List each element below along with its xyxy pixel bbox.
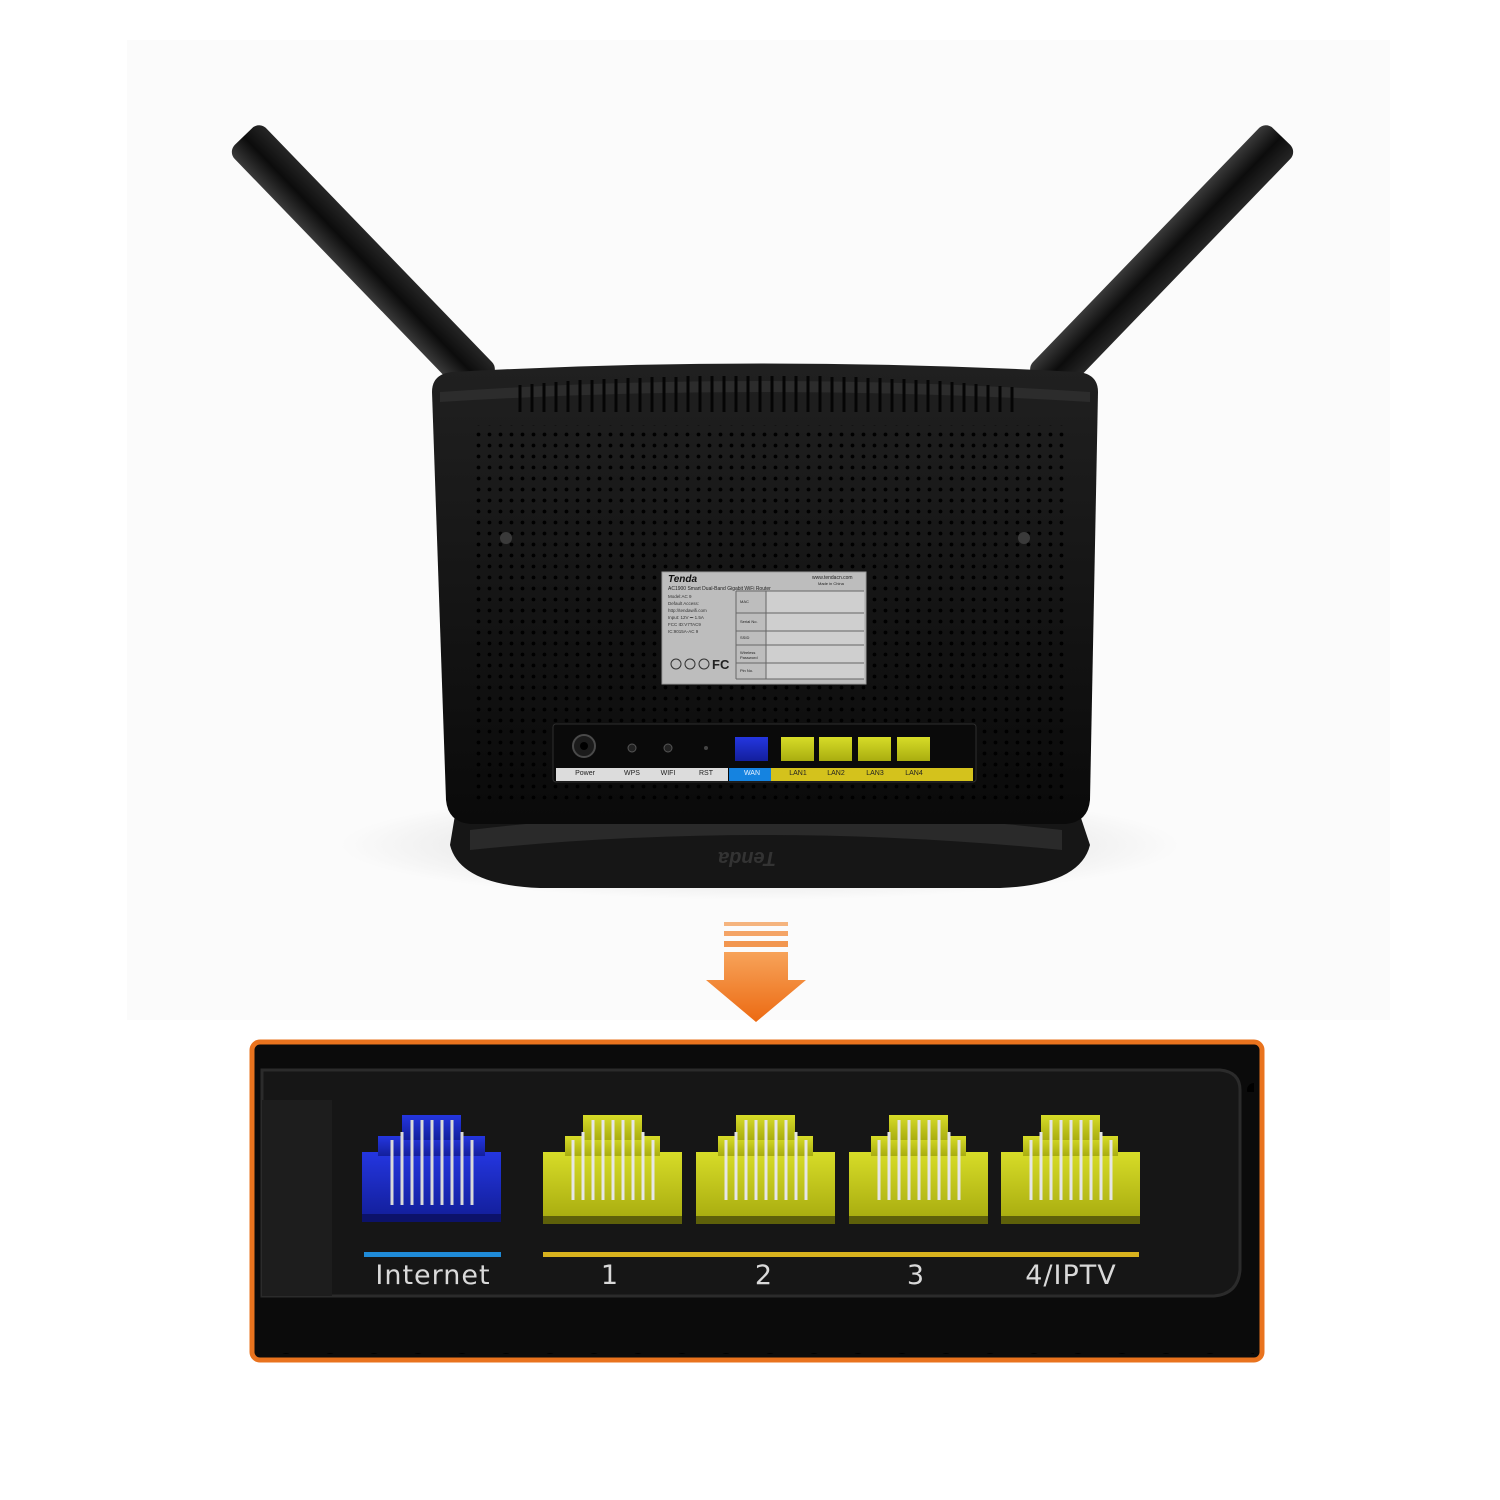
port-label-rst: RST: [699, 770, 713, 777]
left-antenna: [231, 125, 506, 414]
lan4-port: [897, 737, 930, 761]
label-website: www.tendacn.com: [812, 575, 853, 581]
label-field-password: Wireless Password: [740, 650, 758, 660]
lan-port-2: [696, 1115, 835, 1224]
top-vents: [518, 376, 1014, 412]
zoom-label-lan1: 1: [600, 1260, 620, 1291]
wifi-button: [663, 743, 673, 753]
zoom-label-lan3: 3: [906, 1260, 926, 1291]
down-arrow-icon: [706, 922, 806, 1022]
label-left-line-1: Default Access:: [668, 601, 700, 606]
fc-mark: FC: [712, 657, 730, 672]
label-left-line-2: http://tendawifi.com: [668, 608, 707, 613]
lan-underline: [543, 1252, 1139, 1257]
lan1-port: [781, 737, 814, 761]
port-label-lan3: LAN3: [866, 770, 884, 777]
stand-brand: Tenda: [718, 847, 777, 869]
zoom-label-lan2: 2: [754, 1260, 774, 1291]
port-label-wan: WAN: [743, 770, 761, 777]
right-antenna: [1028, 125, 1294, 414]
label-brand: Tenda: [668, 574, 698, 585]
internet-port: [362, 1115, 501, 1222]
wan-port: [735, 737, 768, 761]
port-label-power: Power: [575, 770, 595, 777]
left-mount-hole: [500, 532, 512, 544]
lan2-port: [819, 737, 852, 761]
lan-port-4: [1001, 1115, 1140, 1224]
zoom-label-internet: Internet: [375, 1260, 491, 1291]
label-field-mac: MAC: [740, 599, 749, 604]
lan-port-1: [543, 1115, 682, 1224]
port-label-wifi: WIFI: [660, 770, 676, 777]
right-mount-hole: [1018, 532, 1030, 544]
port-label-lan4: LAN4: [905, 770, 923, 777]
label-left-line-5: IC:9015A-AC 9: [668, 629, 699, 634]
label-left-line-3: Input: 12V ⎓ 1.5A: [668, 615, 704, 620]
lan-port-3: [849, 1115, 988, 1224]
label-field-ssid: SSID: [740, 635, 750, 640]
wps-button: [627, 743, 637, 753]
lan3-port: [858, 737, 891, 761]
label-left-line-4: FCC ID:V7TAC9: [668, 622, 701, 627]
internet-underline: [364, 1252, 501, 1257]
reset-pinhole: [704, 746, 708, 750]
label-field-pin: Pin No.: [740, 668, 754, 673]
port-label-wps: WPS: [624, 770, 640, 777]
label-made-in: Made in China: [818, 581, 844, 586]
port-label-lan2: LAN2: [827, 770, 845, 777]
port-label-lan1: LAN1: [789, 770, 807, 777]
product-label: [661, 571, 867, 685]
label-field-serial: Serial No.: [740, 619, 758, 624]
port-panel: [552, 723, 977, 783]
zoom-label-lan4: 4/IPTV: [1025, 1260, 1117, 1291]
label-left-line-0: Model:AC 9: [668, 594, 692, 599]
label-model-line: AC1900 Smart Dual-Band Gigabit WiFi Rout…: [668, 586, 771, 592]
